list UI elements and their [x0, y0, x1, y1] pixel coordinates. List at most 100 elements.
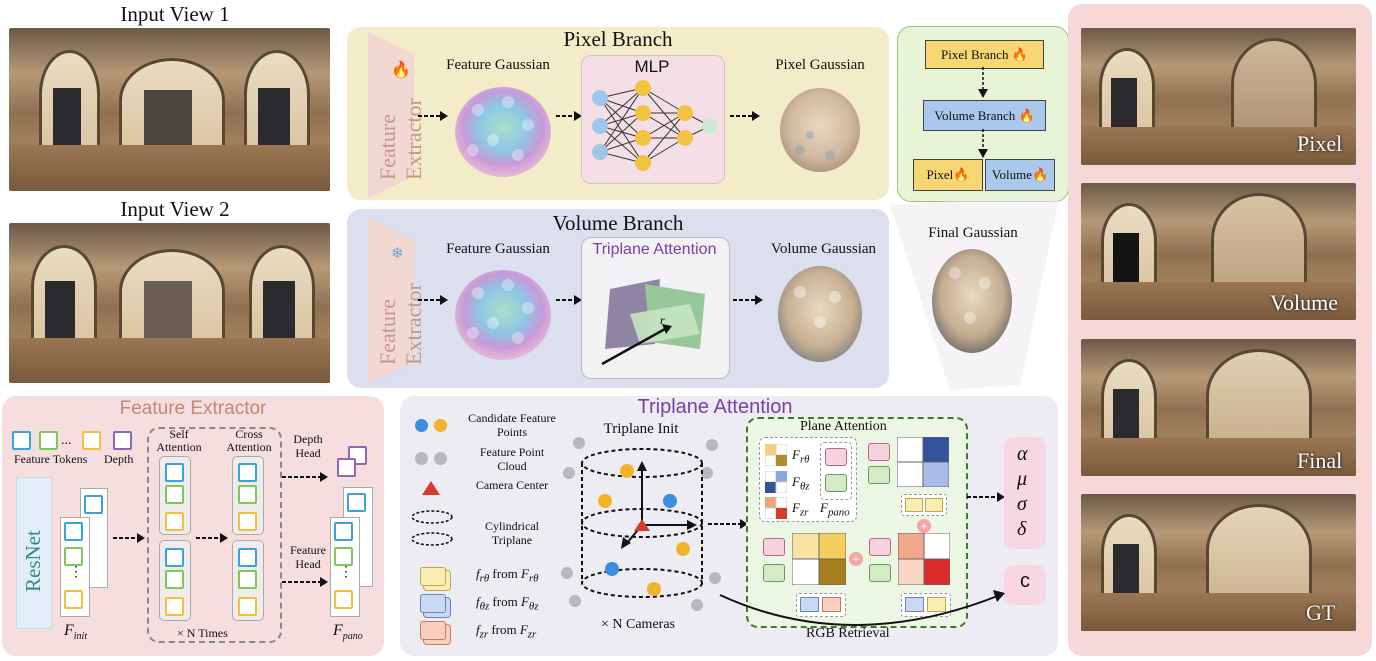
arrow-feature-gaussian-to-mlp — [556, 111, 582, 121]
legend-token-blue — [12, 431, 31, 450]
arrow-self-to-cross — [196, 533, 228, 543]
attn-key-red-a — [905, 597, 924, 612]
comparison-label-pixel: Pixel — [1297, 131, 1343, 156]
sa-top-green — [165, 485, 184, 504]
arrow-extractor-to-feature-gaussian-pixel — [418, 111, 448, 121]
comparison-label-gt: GT — [1306, 600, 1336, 625]
volume-gaussian-label: Volume Gaussian — [770, 241, 877, 257]
pixel-extractor-trapezoid — [368, 32, 414, 198]
arrow-triplane-to-plane-attention — [708, 519, 748, 529]
attn-key-yellow-a — [800, 597, 819, 612]
feature-tokens-legend: Feature Tokens — [14, 452, 88, 466]
self-attention-label: Self Attention — [156, 427, 202, 454]
legend-token-purple — [113, 431, 132, 450]
input-view-1-title: Input View 1 — [120, 2, 230, 26]
f-rtheta-grid — [765, 444, 787, 466]
attention-block — [147, 427, 282, 643]
attn-query-green-3 — [869, 564, 891, 582]
final-gaussian-label: Final Gaussian — [928, 225, 1018, 241]
feature-head-label: Feature Head — [290, 543, 326, 571]
attn-query-pink-2 — [763, 538, 785, 556]
snowflake-icon: ❄ — [391, 246, 404, 262]
f-pano-mini-label: Fpano — [820, 500, 850, 519]
legend-point-cloud-label: Feature Point Cloud — [479, 445, 545, 473]
output-mu: μ — [1017, 468, 1028, 490]
comparison-gt-image — [1081, 494, 1356, 631]
attn-key-blue-1b — [925, 498, 943, 512]
rgb-retrieval-arrow — [719, 590, 1005, 626]
pixel-gaussian-cloud — [780, 88, 860, 172]
output-sigma: σ — [1017, 493, 1027, 515]
volume-feature-gaussian-cloud — [455, 270, 551, 360]
plus-icon-1: + — [917, 519, 931, 533]
legend-fzr-icon — [420, 621, 446, 640]
ca-top-yellow — [238, 512, 257, 531]
triplane-box-label: Triplane Attention — [592, 241, 717, 258]
volume-feature-gaussian-label: Feature Gaussian — [446, 241, 550, 257]
arrow-to-outputs — [967, 492, 1005, 502]
legend-ftheta-z-label: fθz from Fθz — [476, 594, 539, 613]
f-thetaz-grid — [765, 471, 787, 493]
legend-token-yellow — [82, 431, 101, 450]
cross-attention-label: Cross Attention — [226, 427, 272, 454]
legend-candidate-label: Candidate Feature Points — [468, 411, 556, 439]
ca-bot-green — [238, 570, 257, 589]
depth-token-front — [337, 458, 356, 477]
attn-query-green-2 — [763, 564, 785, 582]
attn-key-yellow-b — [822, 597, 841, 612]
f-pano-token-green — [334, 547, 353, 566]
attn-matrix-yellow — [792, 533, 846, 585]
triplane-planes: r — [601, 279, 705, 366]
legend-cloud-dot-1 — [415, 452, 428, 465]
plus-icon-2: + — [849, 552, 863, 566]
arrow-mlp-to-pixel-gaussian — [730, 111, 760, 121]
triplane-init-diagram — [561, 437, 721, 611]
pixel-gaussian-label: Pixel Gaussian — [775, 57, 865, 73]
volume-branch-title: Volume Branch — [552, 211, 684, 235]
comparison-pixel-image — [1081, 28, 1356, 165]
arrow-extractor-to-feature-gaussian-volume — [418, 295, 448, 305]
ca-top-green — [238, 485, 257, 504]
sa-top-yellow — [165, 512, 184, 531]
legend-token-green — [39, 431, 58, 450]
attn-matrix-red — [898, 533, 950, 585]
arrow-to-depth-head — [282, 472, 328, 482]
f-pano-label: Fpano — [333, 622, 363, 643]
sa-top-blue — [165, 463, 184, 482]
f-pano-token-blue — [334, 522, 353, 541]
ray-symbol: r — [660, 313, 665, 327]
legend-cloud-dot-2 — [434, 452, 447, 465]
color-output-box — [1004, 565, 1046, 605]
attn-query-green-1 — [868, 466, 890, 484]
mlp-network — [592, 80, 718, 171]
resnet-box — [16, 477, 52, 629]
legend-dots: ... — [61, 433, 72, 448]
f-rtheta-label: Frθ — [792, 447, 810, 466]
final-gaussian-cloud — [932, 249, 1012, 353]
legend-cylindrical-label: Cylindrical Triplane — [485, 519, 539, 547]
legend-candidate-yellow-dot — [434, 419, 447, 432]
fire-icon: 🔥 — [391, 62, 411, 79]
depth-head-label: Depth Head — [293, 432, 323, 460]
pano-token-pink — [825, 448, 847, 466]
legend-cylinder-icon — [411, 510, 453, 546]
arrow-finit-to-attention — [113, 533, 145, 543]
arrow-feature-gaussian-to-triplane — [556, 295, 582, 305]
pixel-feature-gaussian-cloud — [455, 87, 551, 177]
legend-camera-label: Camera Center — [475, 478, 549, 492]
f-init-token-green — [64, 547, 83, 566]
schedule-pixel-branch-box: Pixel Branch 🔥 — [925, 40, 1044, 69]
attn-matrix-blue — [897, 437, 949, 487]
arrow-triplane-to-volume-gaussian — [733, 295, 763, 305]
output-alpha: α — [1017, 443, 1028, 465]
schedule-arrow-1 — [978, 67, 988, 98]
f-pano-token-yellow — [334, 590, 353, 609]
pano-token-green — [825, 474, 847, 492]
pixel-branch-title: Pixel Branch — [563, 27, 673, 51]
legend-candidate-blue-dot — [415, 419, 428, 432]
ca-bot-yellow — [238, 597, 257, 616]
f-pano-vdots: ⋮ — [339, 565, 353, 580]
f-init-label: Finit — [64, 622, 88, 643]
arrow-to-feature-head — [282, 577, 328, 587]
feature-extractor-title: Feature Extractor — [119, 398, 267, 419]
